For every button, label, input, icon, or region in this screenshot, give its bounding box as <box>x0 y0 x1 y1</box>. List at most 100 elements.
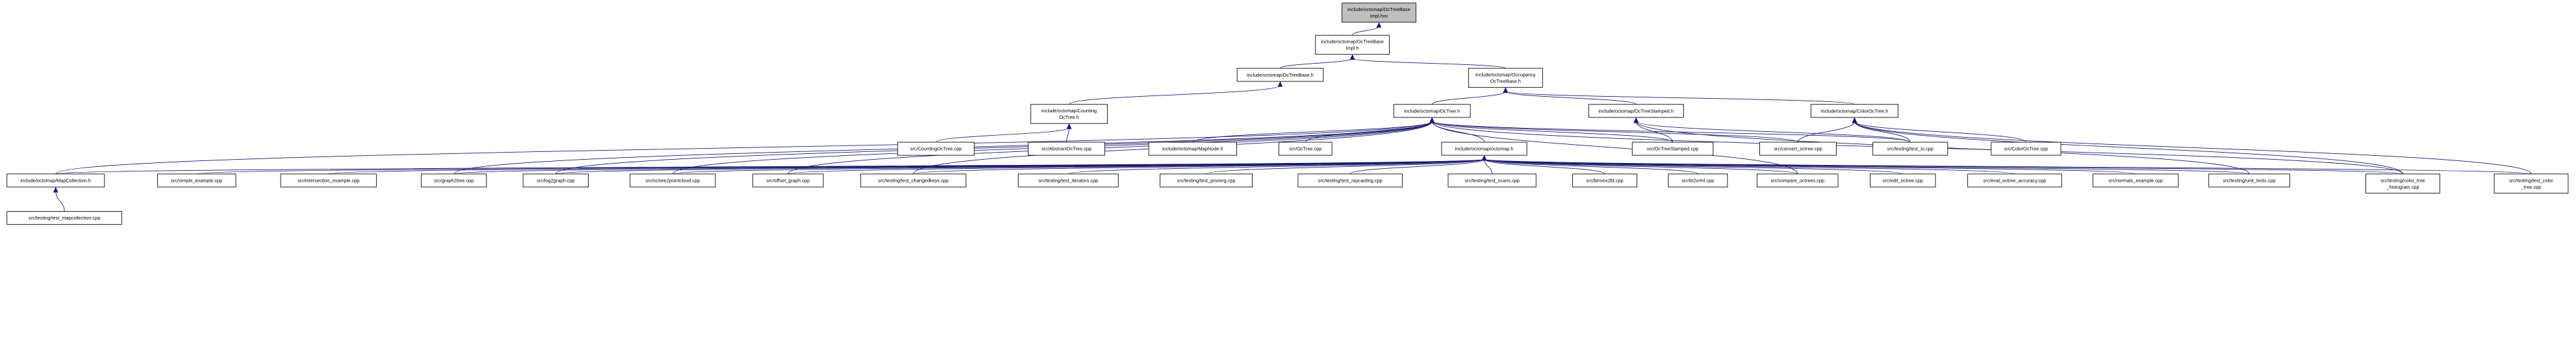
file-node-graph2tree_cpp[interactable]: src/graph2tree.cpp <box>420 173 487 188</box>
file-node-colorhist_cpp[interactable]: src/testing/color_tree_histogram.cpp <box>2366 173 2440 194</box>
file-node-label: OcTreeBase.h <box>1490 79 1521 84</box>
edge-convert_cpp-to-color_h <box>1798 117 1857 143</box>
file-node-log2graph_cpp[interactable]: src/log2graph.cpp <box>522 173 589 188</box>
edge-base_h-to-impl_h <box>1280 54 1355 69</box>
file-node-label: OcTree.h <box>1059 114 1078 120</box>
file-node-label: src/testing/test_pruning.cpp <box>1177 178 1236 184</box>
file-node-label: include/octomap/OcTreeBase.h <box>1247 72 1314 78</box>
file-node-stamped_h[interactable]: include/octomap/OcTreeStamped.h <box>1588 104 1684 118</box>
edge-counting_h-to-base_h <box>1069 81 1283 105</box>
file-node-o2pc_cpp[interactable]: src/octree2pointcloud.cpp <box>630 173 716 188</box>
file-node-label: Impl.hxx <box>1370 13 1388 19</box>
edge-counting_cpp-to-counting_h <box>936 123 1072 143</box>
file-node-label: src/intersection_example.cpp <box>298 178 359 184</box>
file-node-label: src/binvox2bt.cpp <box>1586 178 1623 184</box>
file-node-label: include/octomap/OcTree.h <box>1404 108 1460 114</box>
file-node-color_h[interactable]: include/octomap/ColorOcTree.h <box>1811 104 1898 118</box>
file-node-label: src/OcTreeStamped.cpp <box>1647 146 1698 152</box>
file-node-offset_cpp[interactable]: src/offset_graph.cpp <box>752 173 824 188</box>
file-node-pruning_cpp[interactable]: src/testing/test_pruning.cpp <box>1160 173 1253 188</box>
edge-occ_h-to-impl_h <box>1349 54 1506 69</box>
file-node-counting_h[interactable]: include/octomap/CountingOcTree.h <box>1030 104 1108 124</box>
file-node-label: include/octomap/OcTreeStamped.h <box>1599 108 1674 114</box>
file-node-counting_cpp[interactable]: src/CountingOcTree.cpp <box>897 142 975 156</box>
file-node-label: src/bt2vrml.cpp <box>1681 178 1714 184</box>
file-node-label: src/testing/test_io.cpp <box>1887 146 1933 152</box>
file-node-raycasting_cpp[interactable]: src/testing/test_raycasting.cpp <box>1297 173 1403 188</box>
file-node-unit_cpp[interactable]: src/testing/unit_tests.cpp <box>2208 173 2290 188</box>
file-node-test_io_cpp[interactable]: src/testing/test_io.cpp <box>1872 142 1948 156</box>
file-node-base_h[interactable]: include/octomap/OcTreeBase.h <box>1236 68 1324 82</box>
file-node-label: src/eval_octree_accuracy.cpp <box>1983 178 2047 184</box>
edge-test_io_cpp-to-color_h <box>1852 117 1911 143</box>
file-node-bt2vrml_cpp[interactable]: src/bt2vrml.cpp <box>1668 173 1728 188</box>
file-node-mapnode_h[interactable]: include/octomap/MapNode.h <box>1148 142 1237 156</box>
file-node-label: include/octomap/OcTreeBase <box>1321 39 1384 45</box>
file-node-stamped_cpp[interactable]: src/OcTreeStamped.cpp <box>1631 142 1714 156</box>
file-node-mapcoll_h[interactable]: include/octomap/MapCollection.h <box>6 173 105 188</box>
file-node-label: include/octomap/ColorOcTree.h <box>1821 108 1889 114</box>
file-node-label: src/normals_example.cpp <box>2108 178 2163 184</box>
file-node-convert_cpp[interactable]: src/convert_octree.cpp <box>1759 142 1837 156</box>
edge-abstract_cpp-to-counting_h <box>1066 123 1072 143</box>
edge-color_h-to-occ_h <box>1503 87 1855 105</box>
file-node-testcolor_cpp[interactable]: src/testing/test_color_tree.cpp <box>2493 173 2569 194</box>
file-node-simple_cpp[interactable]: src/simple_example.cpp <box>157 173 236 188</box>
file-node-label: include/octomap/Counting <box>1041 108 1097 114</box>
edge-testcolor_cpp-to-color_h <box>1852 117 2532 175</box>
file-node-compare_cpp[interactable]: src/compare_octrees.cpp <box>1757 173 1839 188</box>
file-node-label: src/testing/test_iterators.cpp <box>1038 178 1098 184</box>
file-node-label: src/OcTree.cpp <box>1289 146 1321 152</box>
file-node-label: include/octomap/octomap.h <box>1455 146 1514 152</box>
file-node-label: src/CountingOcTree.cpp <box>910 146 962 152</box>
file-node-octree_cpp[interactable]: src/OcTree.cpp <box>1278 142 1333 156</box>
file-node-label: src/testing/color_tree <box>2380 177 2425 183</box>
file-node-mapcoll_test_cpp[interactable]: src/testing/test_mapcollection.cpp <box>6 211 122 225</box>
file-node-label: src/testing/unit_tests.cpp <box>2223 178 2276 184</box>
file-node-iterators_cpp[interactable]: src/testing/test_iterators.cpp <box>1017 173 1119 188</box>
file-node-edit_cpp[interactable]: src/edit_octree.cpp <box>1870 173 1936 188</box>
file-node-label: src/AbstractOcTree.cpp <box>1041 146 1091 152</box>
file-node-scans_cpp[interactable]: src/testing/test_scans.cpp <box>1447 173 1537 188</box>
edge-mapcoll_test_cpp-to-mapcoll_h <box>53 186 65 212</box>
file-node-label: src/log2graph.cpp <box>537 178 575 184</box>
file-node-label: Impl.h <box>1346 45 1359 51</box>
file-node-changedkeys_cpp[interactable]: src/testing/test_changedkeys.cpp <box>860 173 967 188</box>
dependency-edges <box>53 22 2532 212</box>
file-node-label: src/octree2pointcloud.cpp <box>646 178 700 184</box>
file-node-label: src/testing/test_color <box>2509 177 2553 183</box>
file-node-label: src/testing/test_scans.cpp <box>1464 178 1520 184</box>
file-node-label: src/testing/test_changedkeys.cpp <box>878 178 949 184</box>
file-node-label: include/octomap/OcTreeBase <box>1347 6 1410 12</box>
file-node-label: src/compare_octrees.cpp <box>1770 178 1824 184</box>
file-node-octomap_h[interactable]: include/octomap/octomap.h <box>1441 142 1527 156</box>
file-node-label: src/edit_octree.cpp <box>1883 178 1923 184</box>
file-node-label: src/testing/test_mapcollection.cpp <box>29 215 100 221</box>
file-node-label: _tree.cpp <box>2521 184 2542 190</box>
edge-test_io_cpp-to-stamped_h <box>1633 117 1911 143</box>
file-node-abstract_cpp[interactable]: src/AbstractOcTree.cpp <box>1028 142 1105 156</box>
file-node-label: src/convert_octree.cpp <box>1774 146 1822 152</box>
file-node-label: src/ColorOcTree.cpp <box>2004 146 2048 152</box>
file-node-normals_cpp[interactable]: src/normals_example.cpp <box>2093 173 2179 188</box>
edge-octree_h-to-occ_h <box>1431 87 1509 105</box>
file-node-intersection_cpp[interactable]: src/intersection_example.cpp <box>280 173 377 188</box>
file-node-label: src/testing/test_raycasting.cpp <box>1318 178 1383 184</box>
file-node-eval_cpp[interactable]: src/eval_octree_accuracy.cpp <box>1967 173 2062 188</box>
file-node-label: include/octomap/Occupancy <box>1475 72 1536 78</box>
file-node-binvox_cpp[interactable]: src/binvox2bt.cpp <box>1572 173 1638 188</box>
file-node-label: include/octomap/MapCollection.h <box>21 178 91 184</box>
file-node-label: _histogram.cpp <box>2386 184 2419 190</box>
edge-stamped_cpp-to-stamped_h <box>1633 117 1674 143</box>
file-node-label: src/simple_example.cpp <box>171 178 222 184</box>
file-node-label: src/graph2tree.cpp <box>434 178 474 184</box>
edge-testcolor_cpp-to-octomap_h <box>1481 155 2532 175</box>
edge-stamped_h-to-occ_h <box>1503 87 1637 105</box>
file-node-color_cpp[interactable]: src/ColorOcTree.cpp <box>1991 142 2061 156</box>
file-node-octree_h[interactable]: include/octomap/OcTree.h <box>1393 104 1471 118</box>
edge-convert_cpp-to-octree_h <box>1429 117 1798 143</box>
